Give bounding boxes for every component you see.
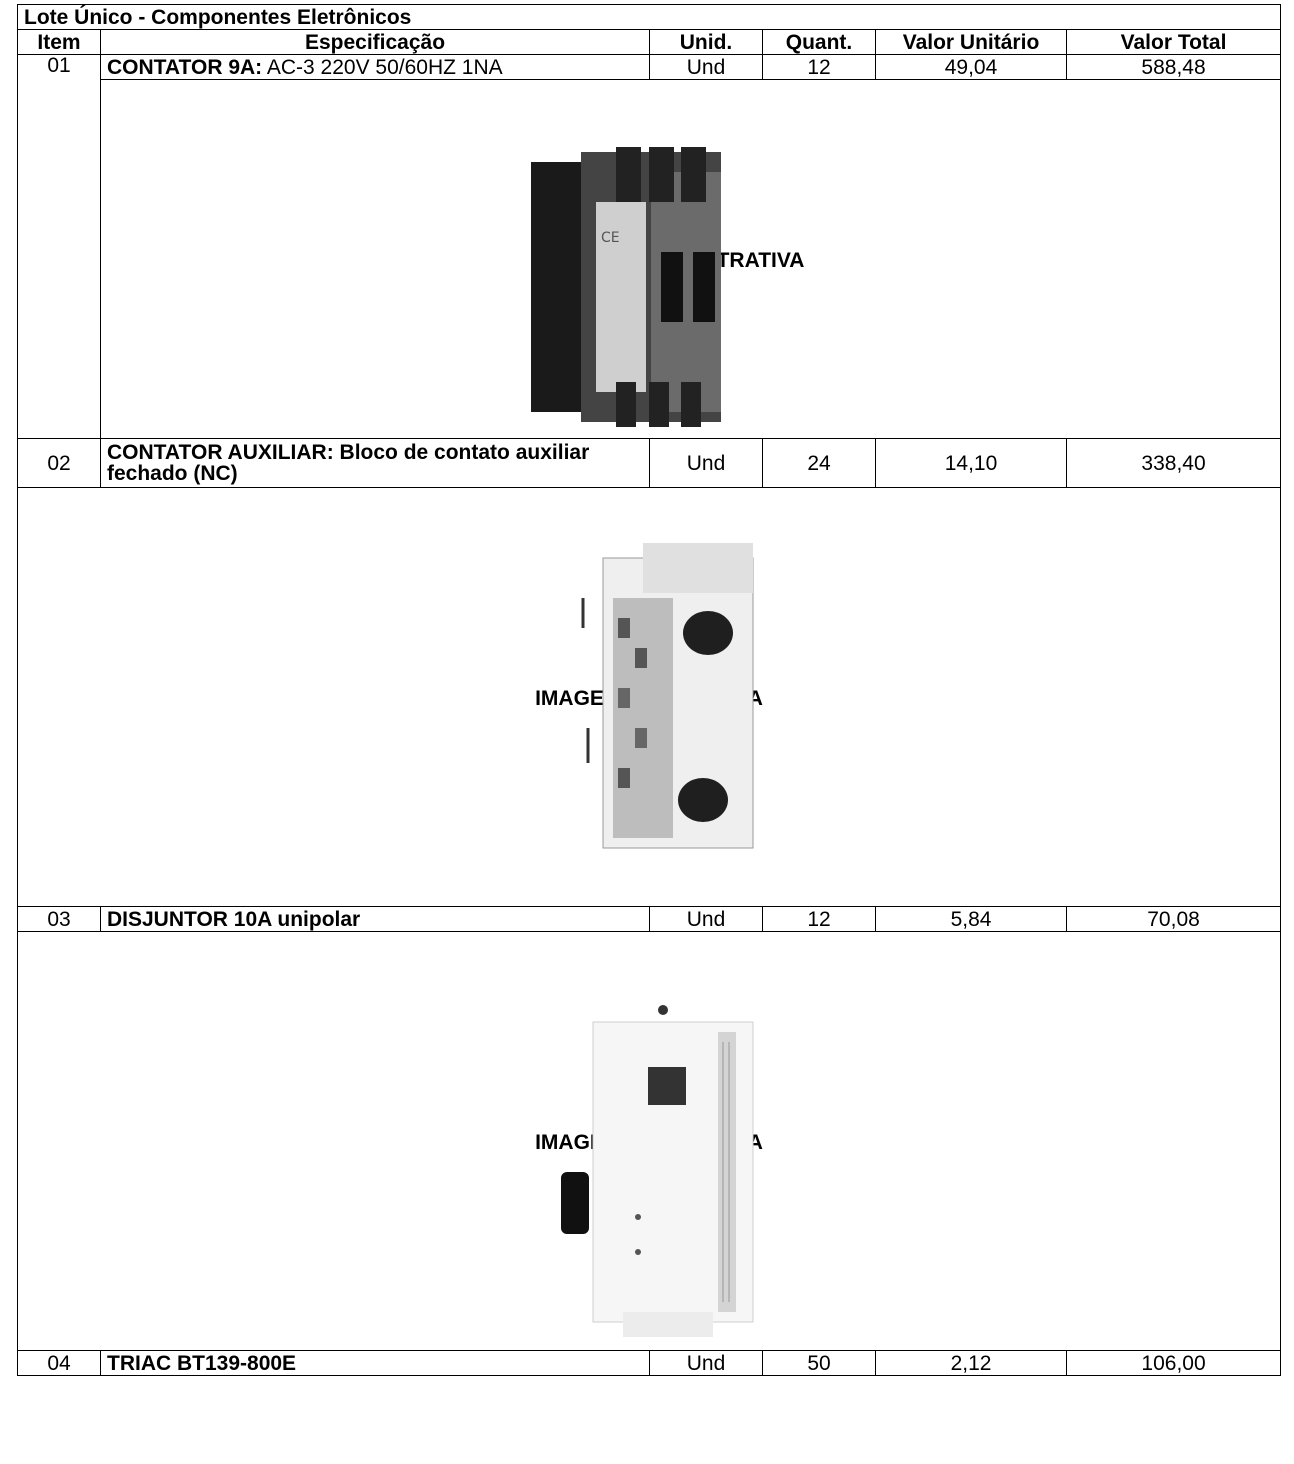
item-unit: Und [649, 1350, 763, 1376]
lot-title: Lote Único - Componentes Eletrônicos [16, 4, 1282, 30]
item-unit-value: 14,10 [875, 438, 1067, 488]
item-total-value: 338,40 [1065, 438, 1282, 488]
header-total-value: Valor Total [1065, 29, 1282, 55]
item-number: 04 [17, 1350, 101, 1376]
table-row: 04 TRIAC BT139-800E Und 50 2,12 106,00 [17, 1350, 1282, 1376]
item-unit-value: 2,12 [875, 1350, 1067, 1376]
item-spec: CONTATOR AUXILIAR: Bloco de contato auxi… [100, 438, 650, 488]
header-item: Item [17, 29, 101, 55]
item-unit-value: 5,84 [875, 906, 1067, 932]
item-spec-bold: DISJUNTOR 10A unipolar [107, 907, 361, 931]
item-number: 03 [17, 906, 101, 932]
svg-text:CE: CE [601, 230, 620, 246]
image-cell: IMAGEM ILUSTRATIVA [16, 931, 1282, 1351]
header-spec: Especificação [100, 29, 650, 55]
item-total-value: 106,00 [1065, 1350, 1282, 1376]
table-row: 02 CONTATOR AUXILIAR: Bloco de contato a… [17, 438, 1282, 488]
item-qty: 50 [762, 1350, 876, 1376]
item-spec-rest: AC-3 220V 50/60HZ 1NA [262, 55, 503, 79]
item-unit: Und [649, 906, 763, 932]
header-unit-value: Valor Unitário [875, 29, 1067, 55]
image-row: IMAGEM ILUSTRATIVA [16, 487, 1282, 907]
item-qty: 24 [762, 438, 876, 488]
image-row: IMAGEM ILUSTRATIVA [16, 931, 1282, 1351]
item-qty: 12 [762, 906, 876, 932]
item-spec-bold: CONTATOR AUXILIAR: Bloco de contato auxi… [107, 441, 590, 485]
header-unit: Unid. [649, 29, 763, 55]
circuit-breaker-image [561, 1005, 754, 1337]
item-qty: 12 [762, 54, 876, 80]
item-number: 01 [17, 54, 101, 439]
item-unit: Und [649, 54, 763, 80]
table-row: 03 DISJUNTOR 10A unipolar Und 12 5,84 70… [17, 906, 1282, 932]
item-spec: TRIAC BT139-800E [100, 1350, 650, 1376]
item-number: 02 [17, 438, 101, 488]
item-total-value: 70,08 [1065, 906, 1282, 932]
item-spec: CONTATOR 9A: AC-3 220V 50/60HZ 1NA [100, 54, 650, 80]
contactor-image: CE [531, 147, 721, 427]
item-unit-value: 49,04 [875, 54, 1067, 80]
image-cell: IMAGEM ILUSTRATIVA [16, 487, 1282, 907]
items-table: Lote Único - Componentes Eletrônicos Ite… [16, 4, 1282, 1376]
item-spec-bold: TRIAC BT139-800E [107, 1351, 297, 1375]
image-cell: IMAGEM ILUSTRATIVA CE [99, 79, 1282, 439]
lot-title-row: Lote Único - Componentes Eletrônicos [16, 4, 1282, 30]
item-spec-bold: CONTATOR 9A: [107, 55, 263, 79]
spec-sheet: Lote Único - Componentes Eletrônicos Ite… [16, 4, 1282, 1464]
table-row: 01 CONTATOR 9A: AC-3 220V 50/60HZ 1NA Un… [17, 54, 1282, 439]
item-unit: Und [649, 438, 763, 488]
header-row: Item Especificação Unid. Quant. Valor Un… [17, 29, 1282, 55]
header-qty: Quant. [762, 29, 876, 55]
item-total-value: 588,48 [1065, 54, 1282, 80]
image-row: IMAGEM ILUSTRATIVA CE [18, 79, 1282, 439]
auxiliary-contact-image [581, 543, 754, 849]
item-spec: DISJUNTOR 10A unipolar [100, 906, 650, 932]
